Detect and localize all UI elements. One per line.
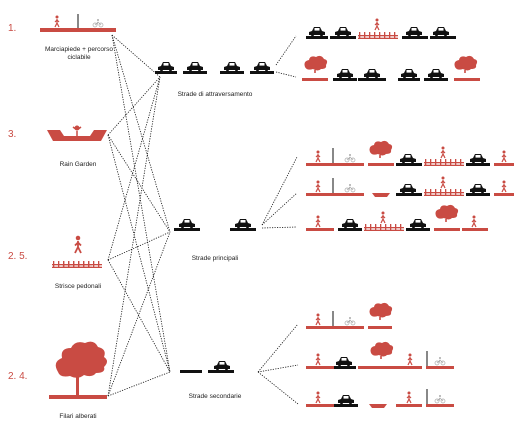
element-number: 2. 4. (8, 371, 28, 382)
main-road-section-3 (306, 204, 488, 231)
street-type-label: Strade principali (191, 255, 239, 262)
element-label: Marciapiede + percorso ciclabile (44, 46, 114, 61)
crosswalk-icon (52, 234, 102, 268)
secondary-road-section-1 (306, 302, 393, 329)
through-road-section-2 (302, 55, 480, 81)
street-type-label: Strade secondarie (188, 393, 242, 400)
element-label: Filari alberati (59, 413, 97, 420)
tree-row-icon (49, 341, 107, 399)
secondary-road-icon (180, 361, 234, 373)
rain-garden-icon (47, 125, 107, 141)
main-road-section-2 (306, 175, 514, 197)
secondary-road-section-3 (306, 389, 454, 408)
main-road-icon (174, 219, 256, 231)
element-number: 1. (8, 23, 17, 34)
sidewalk-bike-icon (40, 14, 116, 32)
through-road-section-1 (306, 17, 456, 39)
main-road-section-1 (306, 140, 514, 166)
element-number: 3. (8, 129, 17, 140)
element-label: Rain Garden (59, 161, 97, 168)
through-road-icon (155, 62, 274, 74)
street-type-label: Strade di attraversamento (177, 91, 253, 98)
element-label: Strisce pedonali (54, 283, 102, 290)
element-number: 2. 5. (8, 251, 28, 262)
secondary-road-section-2 (306, 341, 454, 369)
connector-lines (107, 34, 299, 405)
